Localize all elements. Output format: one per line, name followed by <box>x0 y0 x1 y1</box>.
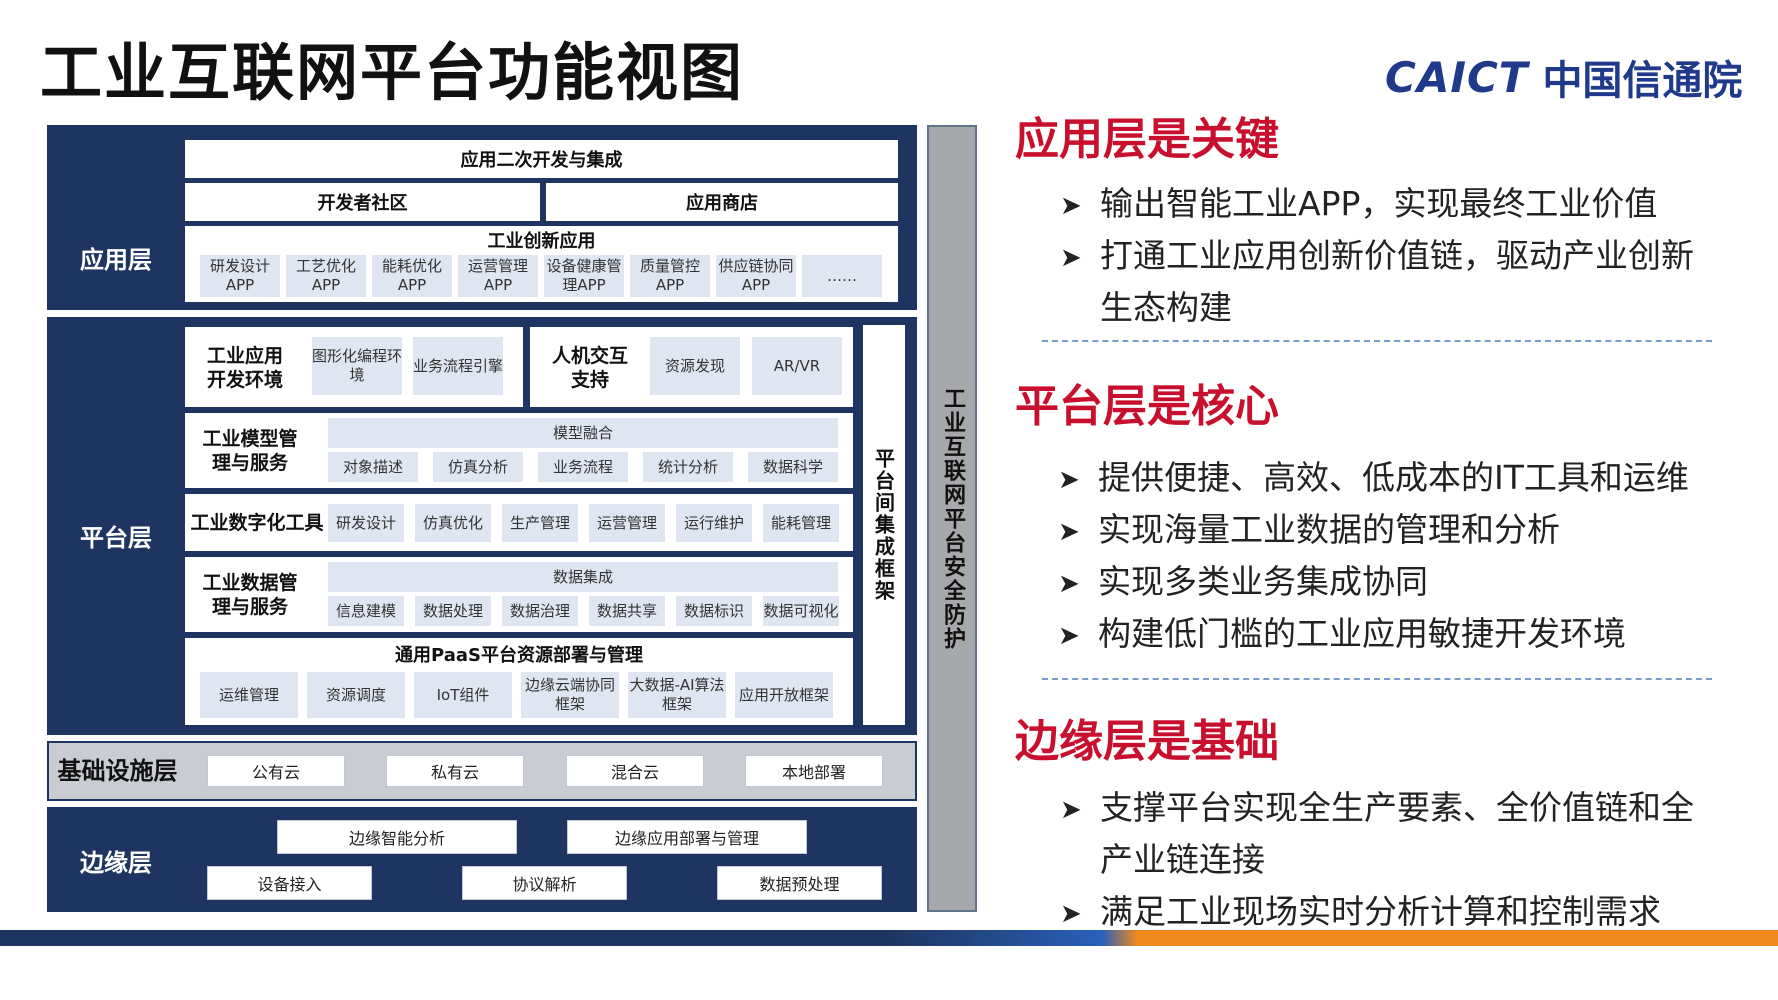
infra-chip: 混合云 <box>566 755 704 787</box>
bullet-item: ➤ 输出智能工业APP，实现最终工业价值 <box>1060 178 1710 232</box>
digital-tools-label: 工业数字化工具 <box>190 511 324 534</box>
innovation-title: 工业创新应用 <box>185 228 898 252</box>
integration-framework-label: 平台间集成框架 <box>871 448 896 602</box>
arrow-bullet-icon: ➤ <box>1058 569 1080 599</box>
security-bar-label: 工业互联网平台安全防护 <box>940 386 965 651</box>
app-chip: 设备健康管理APP <box>544 255 624 297</box>
section-divider <box>1042 340 1712 342</box>
dev-env-chip: 图形化编程环境 <box>312 337 402 395</box>
data-label: 工业数据管理与服务 <box>202 572 298 618</box>
bullet-item: ➤ 支撑平台实现全生产要素、全价值链和全产业链连接 <box>1060 782 1710 886</box>
hci-chip: AR/VR <box>752 337 842 395</box>
data-chip: 数据标识 <box>676 596 752 626</box>
bottom-bar <box>0 930 1778 946</box>
hci-label: 人机交互支持 <box>551 344 628 391</box>
dev-community-box: 开发者社区 <box>185 183 540 221</box>
app-chip: 质量管控APP <box>630 255 710 297</box>
model-chip: 统计分析 <box>643 452 733 482</box>
bullet-item: ➤ 构建低门槛的工业应用敏捷开发环境 <box>1058 608 1738 662</box>
model-chip: 业务流程 <box>538 452 628 482</box>
hci-chip: 资源发现 <box>650 337 740 395</box>
edge-chip: 边缘应用部署与管理 <box>567 820 807 854</box>
bullet-item: ➤ 实现多类业务集成协同 <box>1058 556 1738 610</box>
data-header: 数据集成 <box>328 562 838 592</box>
section-divider <box>1042 678 1712 680</box>
app-chip: 运营管理APP <box>458 255 538 297</box>
bullet-text: 提供便捷、高效、低成本的IT工具和运维 <box>1098 458 1689 497</box>
logo-en: CAICT <box>1385 52 1529 102</box>
edge-chip: 设备接入 <box>207 866 372 900</box>
digital-tools-chip: 能耗管理 <box>763 504 839 542</box>
arrow-bullet-icon: ➤ <box>1058 465 1080 495</box>
bullet-text: 满足工业现场实时分析计算和控制需求 <box>1100 892 1661 931</box>
digital-tools-chip: 研发设计 <box>328 504 404 542</box>
data-chip: 信息建模 <box>328 596 404 626</box>
bullet-text: 打通工业应用创新价值链，驱动产业创新生态构建 <box>1100 236 1694 327</box>
arrow-bullet-icon: ➤ <box>1060 243 1082 273</box>
arrow-bullet-icon: ➤ <box>1058 621 1080 651</box>
page-title: 工业互联网平台功能视图 <box>40 36 745 109</box>
app-chip: 工艺优化APP <box>286 255 366 297</box>
secondary-dev-box: 应用二次开发与集成 <box>185 140 898 178</box>
section-heading-platform: 平台层是核心 <box>1015 381 1279 432</box>
paas-chip: 应用开放框架 <box>735 672 833 718</box>
edge-chip: 协议解析 <box>462 866 627 900</box>
bullet-text: 输出智能工业APP，实现最终工业价值 <box>1100 184 1658 223</box>
arrow-bullet-icon: ➤ <box>1060 795 1082 825</box>
arrow-bullet-icon: ➤ <box>1058 517 1080 547</box>
model-label: 工业模型管理与服务 <box>202 428 298 474</box>
digital-tools-chip: 生产管理 <box>502 504 578 542</box>
section-heading-edge: 边缘层是基础 <box>1015 716 1279 767</box>
infra-chip: 私有云 <box>386 755 524 787</box>
data-chip: 数据共享 <box>589 596 665 626</box>
model-header: 模型融合 <box>328 418 838 448</box>
integration-framework-box <box>863 325 905 725</box>
app-chip: 研发设计APP <box>200 255 280 297</box>
app-store-box: 应用商店 <box>546 183 898 221</box>
security-bar <box>927 125 977 912</box>
infra-chip: 本地部署 <box>745 755 883 787</box>
dev-env-label: 工业应用开发环境 <box>206 344 283 391</box>
edge-chip: 边缘智能分析 <box>277 820 517 854</box>
data-chip: 数据处理 <box>415 596 491 626</box>
bullet-item: ➤ 提供便捷、高效、低成本的IT工具和运维 <box>1058 452 1738 506</box>
bullet-item: ➤ 打通工业应用创新价值链，驱动产业创新生态构建 <box>1060 230 1710 334</box>
app-layer-label: 应用层 <box>80 246 152 274</box>
model-chip: 对象描述 <box>328 452 418 482</box>
paas-chip: 运维管理 <box>200 672 298 718</box>
bullet-text: 实现海量工业数据的管理和分析 <box>1098 510 1560 549</box>
model-chip: 仿真分析 <box>433 452 523 482</box>
bullet-text: 支撑平台实现全生产要素、全价值链和全产业链连接 <box>1100 788 1694 879</box>
infra-layer-label: 基础设施层 <box>57 757 178 785</box>
paas-chip: IoT组件 <box>414 672 512 718</box>
arrow-bullet-icon: ➤ <box>1060 899 1082 929</box>
app-chip: 能耗优化APP <box>372 255 452 297</box>
paas-chip: 大数据-AI算法框架 <box>628 672 726 718</box>
paas-chip: 资源调度 <box>307 672 405 718</box>
dev-env-chip: 业务流程引擎 <box>413 337 503 395</box>
edge-chip: 数据预处理 <box>717 866 882 900</box>
paas-title: 通用PaaS平台资源部署与管理 <box>185 640 853 668</box>
bullet-item: ➤ 实现海量工业数据的管理和分析 <box>1058 504 1738 558</box>
logo-cn: 中国信通院 <box>1542 58 1743 104</box>
data-chip: 数据可视化 <box>763 596 839 626</box>
edge-layer-label: 边缘层 <box>80 849 152 877</box>
data-chip: 数据治理 <box>502 596 578 626</box>
digital-tools-chip: 仿真优化 <box>415 504 491 542</box>
section-heading-app: 应用层是关键 <box>1015 114 1279 165</box>
bullet-text: 构建低门槛的工业应用敏捷开发环境 <box>1098 614 1626 653</box>
app-chip: 供应链协同APP <box>716 255 796 297</box>
bullet-item: ➤ 满足工业现场实时分析计算和控制需求 <box>1060 886 1710 940</box>
model-chip: 数据科学 <box>748 452 838 482</box>
paas-chip: 边缘云端协同框架 <box>521 672 619 718</box>
caict-logo: CAICT 中国信通院 <box>1385 52 1742 105</box>
bullet-text: 实现多类业务集成协同 <box>1098 562 1428 601</box>
digital-tools-chip: 运营管理 <box>589 504 665 542</box>
infra-chip: 公有云 <box>207 755 345 787</box>
app-chip-more: …… <box>802 255 882 297</box>
platform-layer-label: 平台层 <box>80 524 152 552</box>
digital-tools-chip: 运行维护 <box>676 504 752 542</box>
arrow-bullet-icon: ➤ <box>1060 191 1082 221</box>
